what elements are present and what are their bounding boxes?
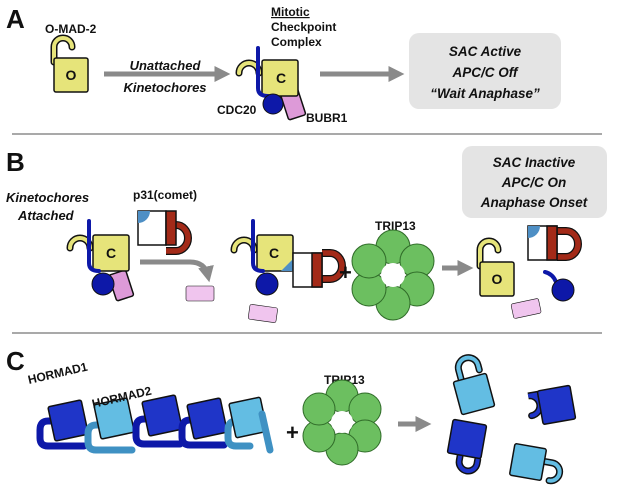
mcc-label-line3: Complex	[271, 35, 322, 49]
released-hormad2-light-bottom	[509, 443, 564, 485]
o-mad2-icon: O	[50, 34, 89, 93]
unattached-label: Unattached	[130, 58, 202, 73]
sac-active-box: SAC Active APC/C Off “Wait Anaphase”	[409, 33, 561, 109]
panel-b-letter: B	[6, 147, 25, 177]
hormad1-label: HORMAD1	[27, 360, 90, 387]
released-bubr1-1	[185, 285, 215, 302]
o-mad2-product-letter: O	[492, 271, 503, 287]
sac-active-line2: APC/C Off	[451, 65, 519, 80]
o-mad2-letter: O	[66, 67, 77, 83]
sac-inactive-line1: SAC Inactive	[493, 155, 576, 170]
kinetochores-label: Kinetochores	[123, 80, 206, 95]
sac-inactive-line2: APC/C On	[501, 175, 567, 190]
trip13-hexamer-c-icon	[302, 379, 382, 466]
panel-a: A O-MAD-2 O Unattached Kinetochores Mito…	[6, 4, 561, 125]
sac-inactive-box: SAC Inactive APC/C On Anaphase Onset	[462, 146, 607, 218]
sac-active-line1: SAC Active	[449, 44, 522, 59]
cdc20-product-icon	[543, 270, 575, 302]
released-bubr1-3	[510, 298, 542, 319]
released-hormad1-dark-bottom	[446, 418, 488, 475]
p31-comet-icon	[137, 210, 192, 255]
mcc-label-line1: Mitotic	[271, 5, 310, 19]
kinetochores-attached-line1: Kinetochores	[6, 190, 89, 205]
panel-c: C HORMAD1 HORMAD2 + TRIP13	[6, 346, 577, 485]
panel-c-letter: C	[6, 346, 25, 376]
curved-arrow	[140, 259, 214, 283]
cdc20-label: CDC20	[217, 103, 257, 117]
mcc-label-line2: Checkpoint	[271, 20, 336, 34]
panel-a-letter: A	[6, 4, 25, 34]
released-bubr1-2	[247, 304, 278, 323]
panel-b: B Kinetochores Attached C p31(comet)	[6, 146, 607, 323]
hormad-chain-icon	[36, 394, 274, 454]
plus-b: +	[339, 260, 352, 285]
o-mad2-product-icon: O	[476, 237, 515, 297]
mcc-p31-c-letter: C	[269, 245, 279, 261]
mcc-c-letter: C	[276, 70, 286, 86]
mcc-complex-icon: C	[235, 46, 307, 121]
kinetochores-attached-line2: Attached	[17, 208, 75, 223]
sac-inactive-line3: Anaphase Onset	[480, 195, 588, 210]
bubr1-label: BUBR1	[306, 111, 348, 125]
p31-comet-label: p31(comet)	[133, 188, 197, 202]
plus-c: +	[286, 420, 299, 445]
p31-product-icon	[527, 225, 582, 261]
mcc-p31-complex-icon: C	[230, 219, 346, 296]
released-hormad2-light-top	[452, 354, 496, 416]
o-mad2-label: O-MAD-2	[45, 22, 97, 36]
mcc-b-c-letter: C	[106, 245, 116, 261]
trip13-hexamer-b-icon	[351, 229, 435, 321]
released-hormad1-dark-right	[527, 384, 577, 425]
sac-active-line3: “Wait Anaphase”	[430, 86, 540, 101]
mcc-complex-b-icon: C	[66, 219, 135, 302]
trip13-label-b: TRIP13	[375, 219, 416, 233]
